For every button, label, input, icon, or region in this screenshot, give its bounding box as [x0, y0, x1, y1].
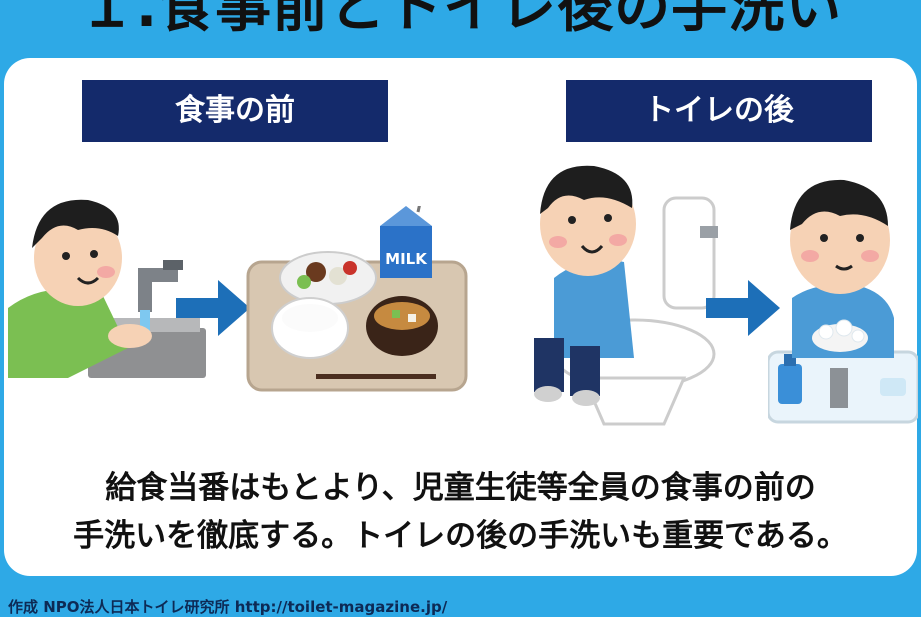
boy-washing-hands-illustration [8, 199, 206, 378]
before-meal-label: 食事の前 [82, 80, 388, 142]
arrow-icon-right [706, 280, 780, 336]
arrow-icon-left [176, 280, 250, 336]
milk-label: MILK [385, 250, 428, 268]
caption-line-2: 手洗いを徹底する。トイレの後の手洗いも重要である。 [73, 518, 848, 554]
after-toilet-label: トイレの後 [566, 80, 872, 142]
page-title: １.食事前とトイレ後の手洗い [78, 0, 843, 40]
boy-on-toilet-illustration [534, 165, 718, 426]
school-lunch-tray-illustration: MILK [246, 206, 468, 392]
caption-line-1: 給食当番はもとより、児童生徒等全員の食事の前の [105, 470, 816, 506]
boy-washing-with-soap-illustration [768, 179, 918, 424]
credit-text: 作成 NPO法人日本トイレ研究所 http://toilet-magazine.… [8, 598, 448, 616]
